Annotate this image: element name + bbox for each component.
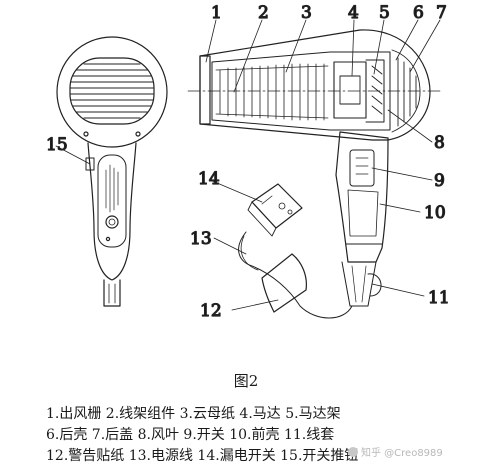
- callout-14: 14: [198, 169, 220, 189]
- switch: [349, 149, 375, 187]
- power-cord: [238, 231, 353, 319]
- callout-7: 7: [436, 3, 447, 23]
- nozzle-frame: [199, 55, 211, 125]
- rear-view: [56, 36, 168, 307]
- rear-view-handle: [87, 142, 137, 281]
- callout-15: 15: [46, 135, 68, 155]
- callout-4: 4: [348, 3, 359, 23]
- figure-caption: 图2: [233, 372, 259, 390]
- heater-coils: [215, 63, 329, 121]
- rear-view-head: [56, 36, 168, 148]
- legend-line-2: 6.后壳 7.后盖 8.风叶 9.开关 10.前壳 11.线套: [46, 427, 335, 443]
- callout-10: 10: [424, 203, 446, 223]
- section-handle: [335, 131, 389, 263]
- callout-6: 6: [413, 3, 424, 23]
- rear-grille-slots: [69, 63, 155, 119]
- section-body-outline: [199, 29, 431, 141]
- parts-legend: 1.出风栅 2.线架组件 3.云母纸 4.马达 5.马达架 6.后壳 7.后盖 …: [46, 404, 486, 467]
- zhihu-logo-icon: [348, 447, 358, 457]
- legend-line-3: 12.警告贴纸 13.电源线 14.漏电开关 15.开关推钮: [46, 448, 359, 464]
- section-view: [187, 29, 441, 319]
- warning-sticker: [261, 253, 307, 313]
- motor: [333, 61, 367, 119]
- callout-2: 2: [258, 3, 269, 23]
- callout-9: 9: [434, 171, 445, 191]
- callout-5: 5: [379, 3, 390, 23]
- cord-sleeve: [341, 261, 377, 307]
- leader-lines: [55, 19, 441, 311]
- fan-blades: [371, 65, 383, 115]
- leakage-switch: [247, 183, 303, 237]
- legend-line-1: 1.出风栅 2.线架组件 3.云母纸 4.马达 5.马达架: [46, 406, 341, 422]
- rear-grille: [69, 57, 155, 125]
- callout-1: 1: [211, 3, 222, 23]
- watermark-text: 知乎 @Creo8989: [361, 448, 443, 459]
- rear-view-knob: [105, 215, 119, 229]
- rear-cover-grille: [391, 49, 421, 133]
- rear-view-panel: [97, 154, 127, 248]
- callout-13: 13: [190, 229, 212, 249]
- callout-12: 12: [200, 301, 222, 321]
- callout-11: 11: [428, 288, 450, 308]
- callout-3: 3: [301, 3, 312, 23]
- callout-8: 8: [434, 133, 445, 153]
- watermark: 知乎 @Creo8989: [348, 444, 443, 459]
- rear-view-cord: [103, 279, 121, 307]
